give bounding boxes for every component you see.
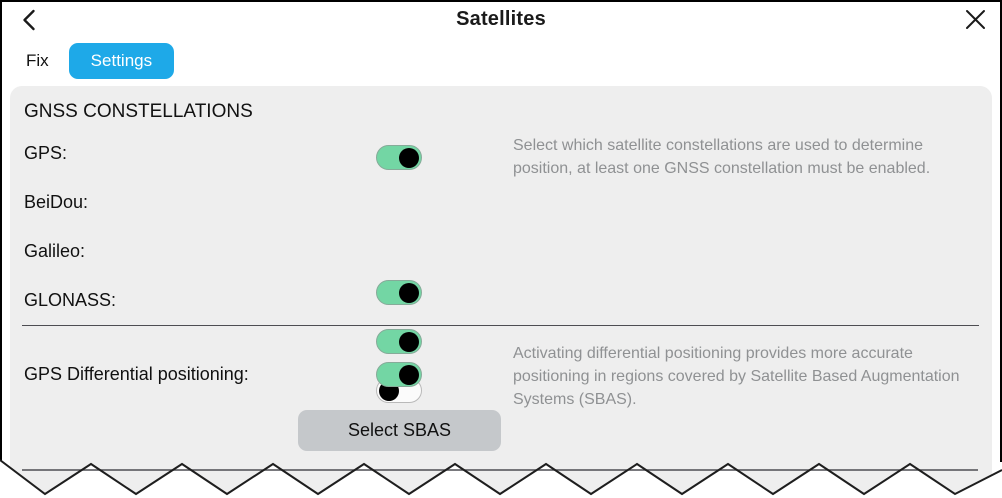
galileo-label: Galileo: (24, 241, 86, 261)
back-button[interactable] (16, 9, 42, 35)
section-divider (22, 325, 979, 326)
back-chevron-icon (22, 9, 36, 36)
toggle-knob (399, 364, 419, 385)
gps-differential-label: GPS Differential positioning: (24, 364, 249, 384)
tab-bar: Fix Settings (24, 42, 175, 80)
gps-differential-toggle[interactable] (376, 362, 422, 387)
gps-label: GPS: (24, 143, 68, 163)
differential-help-text: Activating differential positioning prov… (513, 345, 960, 408)
toggle-knob (399, 147, 419, 168)
header-bar: Satellites (0, 0, 1002, 44)
tab-fix[interactable]: Fix (26, 51, 49, 70)
glonass-label: GLONASS: (24, 290, 117, 310)
toggle-knob (399, 331, 419, 352)
toggle-knob (399, 282, 419, 303)
tab-settings[interactable]: Settings (68, 43, 175, 79)
gps-toggle[interactable] (376, 145, 422, 170)
beidou-label: BeiDou: (24, 192, 89, 212)
page-title: Satellites (456, 8, 546, 30)
gnss-section-heading: GNSS CONSTELLATIONS (24, 101, 253, 122)
settings-panel: GNSS CONSTELLATIONS GPS: BeiDou: Galileo… (10, 86, 992, 498)
gnss-help-text: Select which satellite constellations ar… (513, 137, 931, 177)
galileo-toggle[interactable] (376, 329, 422, 354)
beidou-toggle[interactable] (376, 280, 422, 305)
close-button[interactable] (962, 9, 988, 35)
select-sbas-button[interactable]: Select SBAS (298, 410, 501, 451)
close-icon (965, 9, 986, 35)
